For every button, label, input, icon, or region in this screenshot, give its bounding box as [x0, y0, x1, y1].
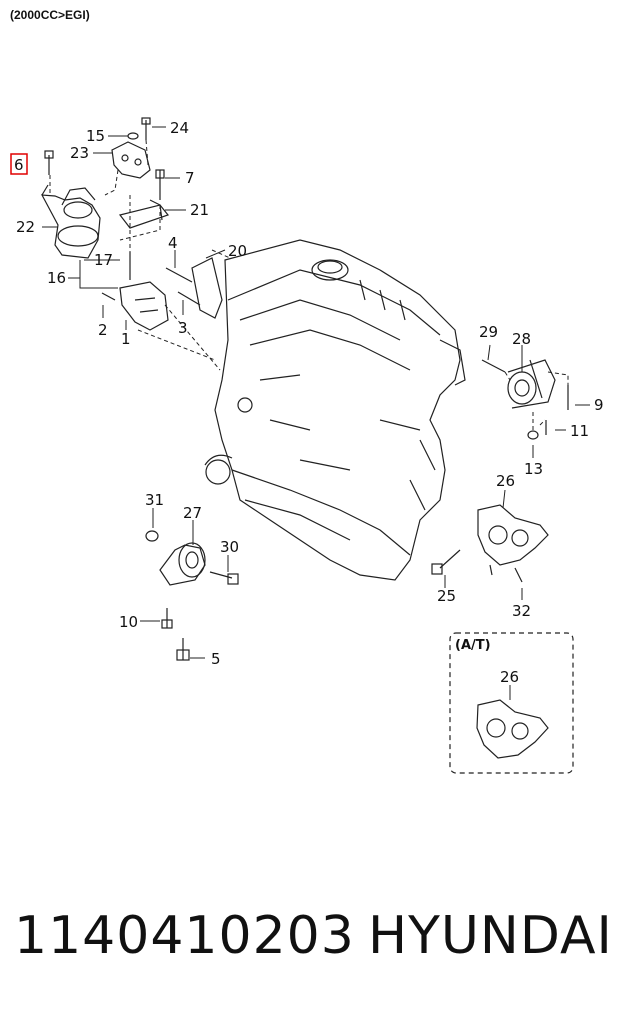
callout-32: 32 [512, 602, 531, 620]
callout-23: 23 [70, 144, 89, 162]
bolt-30 [209, 571, 239, 585]
bolt-24 [141, 117, 151, 140]
bracket-21 [118, 199, 170, 229]
engine-block [204, 239, 466, 581]
callout-31: 31 [145, 491, 164, 509]
left-mount-insulator [40, 184, 101, 259]
callout-9: 9 [594, 396, 604, 414]
callout-1: 1 [121, 330, 131, 348]
nut-13 [527, 430, 539, 440]
callout-7: 7 [185, 169, 195, 187]
rear-mount-26 [477, 504, 549, 576]
callout-22: 22 [16, 218, 35, 236]
callouts: 15 24 23 6 7 21 22 4 20 17 16 2 1 3 29 2… [14, 119, 604, 686]
variant-title: (2000CC>EGI) [10, 8, 90, 22]
right-mount-insulator [507, 359, 556, 409]
callout-26: 26 [496, 472, 515, 490]
callout-3: 3 [178, 319, 188, 337]
callout-24: 24 [170, 119, 189, 137]
part-number: 1140410203 [14, 906, 355, 966]
bolt-7 [155, 169, 165, 200]
callout-10: 10 [119, 613, 138, 631]
bracket-23 [111, 141, 151, 179]
callout-25: 25 [437, 587, 456, 605]
bolt-3 [177, 291, 201, 306]
bracket-1 [119, 281, 169, 331]
callout-leaders [42, 126, 590, 700]
callout-2: 2 [98, 321, 108, 339]
callout-16: 16 [47, 269, 66, 287]
bolt-29 [481, 359, 506, 373]
callout-17: 17 [94, 251, 113, 269]
callout-11: 11 [570, 422, 589, 440]
callout-15: 15 [86, 127, 105, 145]
bracket-20 [191, 257, 223, 319]
highlight-box [10, 153, 28, 175]
callout-26-inset: 26 [500, 668, 519, 686]
callout-30: 30 [220, 538, 239, 556]
callout-13: 13 [524, 460, 543, 478]
leader-lines [49, 139, 569, 432]
callout-20: 20 [228, 242, 247, 260]
callout-6: 6 [14, 156, 24, 174]
nut-15 [127, 132, 139, 140]
nut-31 [145, 530, 159, 542]
callout-29: 29 [479, 323, 498, 341]
callout-5: 5 [211, 650, 221, 668]
bolt-10 [161, 608, 173, 629]
inset-label: (A/T) [455, 638, 491, 653]
callout-27: 27 [183, 504, 202, 522]
bolt-6 [44, 150, 54, 175]
bolt-32 [514, 567, 523, 583]
callout-28: 28 [512, 330, 531, 348]
bolt-25 [431, 549, 461, 575]
brand-name: HYUNDAI [368, 906, 613, 966]
inset-at-box [449, 632, 574, 774]
front-mount-27 [159, 542, 206, 586]
callout-4: 4 [168, 234, 178, 252]
bolt-5 [176, 638, 190, 661]
bolt-2 [101, 292, 116, 301]
bolt-4 [165, 267, 193, 283]
callout-21: 21 [190, 201, 209, 219]
